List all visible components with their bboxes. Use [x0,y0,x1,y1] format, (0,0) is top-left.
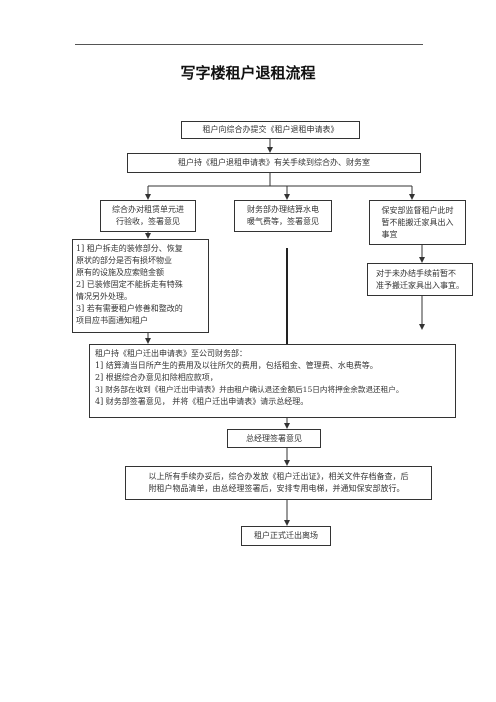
step-security-supervision: 保安部监督租户此时暂不能搬迁家具出入事宜 [369,200,466,245]
office-inspection-notes: 1] 租户拆走的装修部分、恢复 原状的部分是否有损坏物业 原有的设施及应索赔金额… [72,239,209,333]
step-finance-settlement: 财务部办理结算水电暖气费等，签署意见 [234,200,332,232]
page-title: 写字楼租户退租流程 [180,64,316,82]
step-submit-application: 租户向综合办提交《租户退租申请表》 [181,121,360,139]
step-procedure-to-office-finance: 租户持《租户退租申请表》有关手续到综合办、财务室 [127,153,421,173]
step-final-move-out: 租户正式迁出离场 [241,526,331,546]
step-office-inspection: 综合办对租赁单元进行验收，签署意见 [100,200,196,232]
header-rule [75,44,423,45]
step-release-clearance: 以上所有手续办妥后，综合办发放《租户迁出证》，相关文件存档备查，后附租户物品清单… [125,466,432,500]
step-gm-sign: 总经理签署意见 [227,429,321,448]
security-note: 对于未办结手续前暂不准予搬迁家具出入事宜。 [367,263,473,296]
finance-settlement-detail: 租户持《租户迁出申请表》至公司财务部： 1] 结算清当日所产生的费用及以往所欠的… [89,344,456,418]
